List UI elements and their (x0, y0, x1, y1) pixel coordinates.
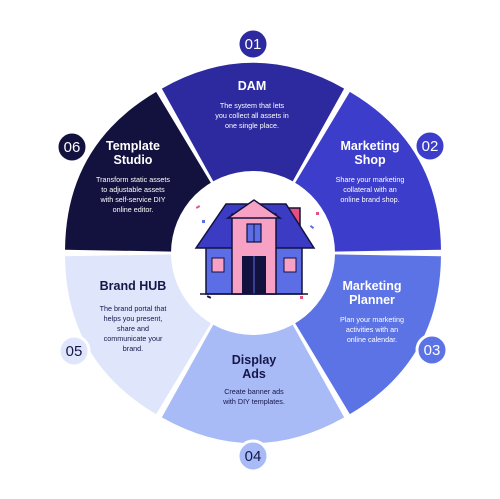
segment-title-line: Studio (114, 153, 153, 167)
segment-01 (161, 62, 345, 184)
badge-circle (415, 333, 449, 367)
segment-description-line: online editor. (113, 205, 154, 214)
segment-description-line: Share your marketing (336, 175, 405, 184)
segment-description-line: online calendar. (347, 335, 397, 344)
segment-description-line: helps you present, (104, 314, 163, 323)
segment-title-line: Display (232, 353, 277, 367)
segment-title-line: Marketing (342, 279, 401, 293)
segment-title: DAM (238, 79, 266, 93)
segment-description-line: with self-service DIY (99, 195, 165, 204)
number-badge-03: 03 (415, 333, 449, 367)
segment-description-line: you collect all assets in (215, 111, 289, 120)
segment-description-line: The system that lets (220, 101, 285, 110)
segment-description-line: share and (117, 324, 149, 333)
segment-description-line: activities with an (346, 325, 398, 334)
badge-circle (57, 334, 91, 368)
badge-circle (236, 439, 270, 473)
badge-number: 06 (64, 139, 81, 156)
segment-title-line: DAM (238, 79, 266, 93)
badge-number: 04 (245, 448, 262, 465)
segment-description-line: collateral with an (343, 185, 397, 194)
segment-description-line: to adjustable assets (101, 185, 165, 194)
number-badges: 01 02 03 04 05 06 (55, 27, 449, 473)
segment-02 (294, 91, 441, 252)
segment-title-line: Shop (354, 153, 386, 167)
segment-description-line: with DIY templates. (222, 397, 285, 406)
segment-title-line: Brand HUB (100, 279, 167, 293)
badge-circle (236, 27, 270, 61)
badge-number: 05 (66, 343, 83, 360)
segment-05 (65, 254, 212, 415)
house-icon (194, 199, 319, 299)
segment-title: Brand HUB (100, 279, 167, 293)
number-badge-04: 04 (236, 439, 270, 473)
badge-circle (55, 130, 89, 164)
confetti-icon (195, 205, 319, 299)
segment-title-line: Marketing (340, 139, 399, 153)
window (211, 257, 225, 273)
tower-gable (225, 199, 283, 219)
segment-title-line: Template (106, 139, 160, 153)
segment-description-line: Plan your marketing (340, 315, 404, 324)
badge-number: 02 (422, 138, 439, 155)
window (283, 257, 297, 273)
badge-number: 03 (424, 342, 441, 359)
segment-description-line: Create banner ads (224, 387, 284, 396)
segment-description-line: The brand portal that (100, 304, 167, 313)
number-badge-02: 02 (413, 129, 447, 163)
segment-description-line: brand. (123, 344, 143, 353)
segment-title-line: Ads (242, 367, 266, 381)
number-badge-01: 01 (236, 27, 270, 61)
number-badge-05: 05 (57, 334, 91, 368)
badge-number: 01 (245, 36, 262, 53)
segment-title-line: Planner (349, 293, 395, 307)
number-badge-06: 06 (55, 130, 89, 164)
segment-03 (294, 254, 441, 415)
segment-description-line: Transform static assets (96, 175, 170, 184)
segment-description-line: online brand shop. (340, 195, 399, 204)
segment-06 (65, 91, 212, 252)
segment-description-line: communicate your (104, 334, 163, 343)
badge-circle (413, 129, 447, 163)
segment-04 (161, 322, 345, 444)
segment-description-line: one single place. (225, 121, 279, 130)
